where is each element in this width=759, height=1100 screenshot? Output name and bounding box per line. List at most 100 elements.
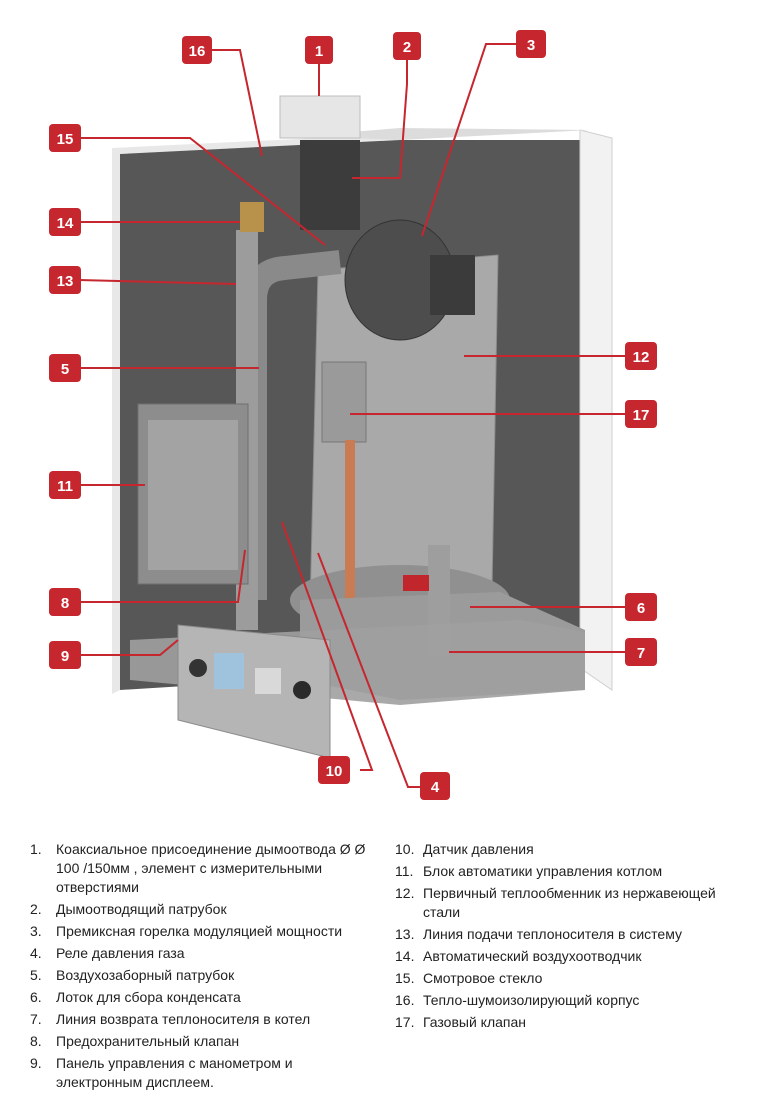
- legend-num: 11.: [395, 863, 414, 879]
- flue-connector-box: [279, 95, 361, 139]
- callout-9: 9: [49, 641, 81, 669]
- callout-13: 13: [49, 266, 81, 294]
- legend-text: Реле давления газа: [56, 945, 185, 961]
- callout-11: 11: [49, 471, 81, 499]
- leader-lines: [78, 43, 625, 788]
- legend-num: 10.: [395, 841, 415, 857]
- legend-num: 5.: [30, 967, 42, 983]
- panel-keypad: [255, 668, 281, 694]
- leader-8: [79, 549, 246, 603]
- callout-2-label: 2: [403, 39, 411, 56]
- legend-num: 6.: [30, 989, 42, 1005]
- callout-4-label: 4: [431, 779, 440, 796]
- legend-text: Предохранительный клапан: [56, 1033, 240, 1049]
- callout-17-label: 17: [633, 407, 650, 424]
- legend-num: 13.: [395, 926, 415, 942]
- callout-15-label: 15: [57, 131, 74, 148]
- callout-5: 5: [49, 354, 81, 382]
- gas-pipe-copper: [345, 440, 355, 640]
- cabinet-right-side: [579, 129, 613, 691]
- legend-num: 17.: [395, 1014, 415, 1030]
- legend-item-4: 4.Реле давления газа: [30, 944, 380, 963]
- callout-9-label: 9: [61, 648, 69, 665]
- legend-item-1: 1.Коаксиальное присоединение дымоотвода …: [30, 840, 380, 897]
- legend-text: Автоматический воздухоотводчик: [423, 948, 642, 964]
- callout-5-label: 5: [61, 361, 69, 378]
- legend-text: Воздухозаборный патрубок: [56, 967, 235, 983]
- callout-10-label: 10: [326, 763, 343, 780]
- callout-1: 1: [305, 36, 333, 64]
- legend-item-10: 10. Датчик давления: [395, 840, 740, 859]
- callout-12-label: 12: [633, 349, 650, 366]
- callout-16: 16: [182, 36, 212, 64]
- legend-item-8: 8. Предохранительный клапан: [30, 1032, 380, 1051]
- callout-7: 7: [625, 638, 657, 666]
- callout-8: 8: [49, 588, 81, 616]
- callout-7-label: 7: [637, 645, 645, 662]
- legend-num: 15.: [395, 970, 415, 986]
- legend-num: 8.: [30, 1033, 42, 1049]
- leader-13: [78, 279, 237, 285]
- legend-item-7: 7. Линия возврата теплоносителя в котел: [30, 1010, 380, 1029]
- legend-item-15: 15. Смотровое стекло: [395, 969, 740, 988]
- callout-14-label: 14: [57, 215, 74, 232]
- legend-num: 3.: [30, 923, 42, 939]
- legend-text: Смотровое стекло: [423, 970, 543, 986]
- leader-4: [317, 552, 420, 788]
- legend-text: Дымоотводящий патрубок: [56, 901, 227, 917]
- leader-10: [281, 521, 374, 771]
- legend-left: 1.Коаксиальное присоединение дымоотвода …: [30, 840, 380, 1095]
- red-valve: [403, 575, 429, 591]
- legend-item-5: 5. Воздухозаборный патрубок: [30, 966, 380, 985]
- legend-item-6: 6. Лоток для сбора конденсата: [30, 988, 380, 1007]
- legend-num: 1.: [30, 841, 42, 857]
- callout-2: 2: [393, 32, 421, 60]
- legend-item-12: 12. Первичный теплообменник из нержавеюще…: [395, 884, 740, 922]
- legend-text: Премиксная горелка модуляцией мощности: [56, 923, 343, 939]
- legend-num: 7.: [30, 1011, 42, 1027]
- leader-9: [79, 639, 179, 656]
- legend-text: Линия подачи теплоносителя в систему: [423, 926, 682, 942]
- legend-text: Линия возврата теплоносителя в котел: [56, 1011, 311, 1027]
- legend-item-9: 9.Панель управления с манометром и элект…: [30, 1054, 380, 1092]
- legend-item-13: 13. Линия подачи теплоносителя в систему: [395, 925, 740, 944]
- legend-num: 2.: [30, 901, 42, 917]
- burner-housing: [430, 255, 475, 315]
- control-block-face: [148, 420, 238, 570]
- legend-num: 14.: [395, 948, 415, 964]
- boiler-illustration: [112, 95, 613, 759]
- leader-3: [421, 43, 516, 237]
- legend-num: 12.: [395, 885, 415, 901]
- leader-15: [79, 137, 326, 246]
- callout-10: 10: [318, 756, 350, 784]
- legend-item-16: 16.Тепло-шумоизолирующий корпус: [395, 991, 740, 1010]
- callout-15: 15: [49, 124, 81, 152]
- legend-text: Блок автоматики управления котлом: [423, 863, 663, 879]
- legend-text: Газовый клапан: [423, 1014, 527, 1030]
- legend-text: Датчик давления: [423, 841, 534, 857]
- legend-item-14: 14. Автоматический воздухоотводчик: [395, 947, 740, 966]
- gas-valve: [321, 361, 367, 443]
- legend-item-2: 2. Дымоотводящий патрубок: [30, 900, 380, 919]
- panel-display: [214, 653, 244, 689]
- legend-text: Лоток для сбора конденсата: [56, 989, 241, 1005]
- legend-text: Первичный теплообменник из нержавеющей с…: [423, 885, 716, 920]
- callout-13-label: 13: [57, 273, 74, 290]
- leader-2: [352, 60, 408, 179]
- legend-item-11: 11. Блок автоматики управления котлом: [395, 862, 740, 881]
- legend-item-3: 3. Премиксная горелка модуляцией мощности: [30, 922, 380, 941]
- flue-pipe: [300, 140, 360, 230]
- callout-1-label: 1: [315, 43, 323, 60]
- callout-17: 17: [625, 400, 657, 428]
- legend-right: 10. Датчик давления 11. Блок автоматики уп…: [395, 840, 740, 1035]
- callout-3-label: 3: [527, 37, 535, 54]
- callout-6-label: 6: [637, 600, 645, 617]
- air-vent-valve: [240, 202, 264, 232]
- panel-power-button: [293, 681, 311, 699]
- callout-12: 12: [625, 342, 657, 370]
- callout-6: 6: [625, 593, 657, 621]
- legend-item-17: 17. Газовый клапан: [395, 1013, 740, 1032]
- callout-16-label: 16: [189, 43, 206, 60]
- callout-4: 4: [420, 772, 450, 800]
- legend-text: Панель управления с манометром и электро…: [56, 1055, 293, 1090]
